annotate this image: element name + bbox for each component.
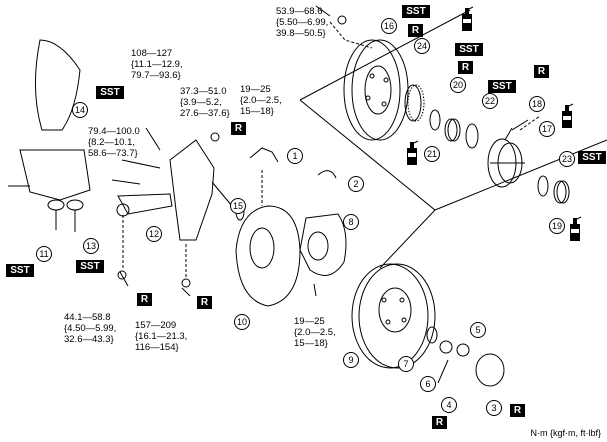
callout-9: 9 (343, 352, 359, 368)
callout-8: 8 (343, 214, 359, 230)
sst-tag: SST (488, 80, 516, 93)
brake-rotor-top (343, 39, 409, 141)
sst-tag: SST (402, 5, 430, 18)
torque-ball-joint-nut: 157—209 {16.1—21.3, 116—154} (135, 320, 188, 353)
wheel-hub (487, 127, 525, 188)
callout-7: 7 (398, 356, 414, 372)
r-tag: R (510, 404, 525, 417)
sst-tag: SST (76, 260, 104, 273)
ball-joint-nut (181, 278, 191, 288)
abs-sensor (317, 170, 337, 179)
grease-icon (462, 6, 474, 31)
steering-knuckle (169, 139, 245, 241)
callout-16: 16 (381, 18, 397, 34)
arm-bolt-lower (111, 179, 141, 185)
brake-hose-bracket (249, 147, 279, 163)
tie-rod-nut (117, 270, 127, 280)
rotor-bolt (315, 5, 331, 17)
callout-1: 1 (287, 148, 303, 164)
rotor-washer (337, 15, 347, 25)
callout-19: 19 (549, 218, 565, 234)
brake-rotor-bottom (351, 263, 436, 369)
callout-3: 3 (486, 400, 502, 416)
r-tag: R (432, 416, 447, 429)
callout-4: 4 (441, 397, 457, 413)
hub-bolt (511, 119, 529, 131)
bearing-19 (553, 180, 570, 204)
grease-cap (475, 353, 505, 387)
arm-bolt-upper (145, 127, 161, 151)
callout-18: 18 (529, 96, 545, 112)
torque-tie-rod-nut: 44.1—58.8 {4.50—5.99, 32.6—43.3} (64, 312, 117, 345)
abs-sensor-ring (404, 84, 425, 122)
callout-5: 5 (470, 322, 486, 338)
r-tag: R (408, 24, 423, 37)
sst-tag: SST (455, 43, 483, 56)
knuckle-nut (210, 132, 220, 142)
units-note: N·m {kgf·m, ft·lbf} (530, 428, 601, 438)
torque-hose-bracket: 19—25 {2.0—2.5, 15—18} (240, 84, 282, 117)
callout-12: 12 (146, 226, 162, 242)
torque-rotor-bolt: 53.9—68.6 {5.50—6.99, 39.8—50.5} (276, 6, 329, 39)
callout-2: 2 (348, 176, 364, 192)
lock-nut (439, 340, 453, 354)
r-tag: R (137, 293, 152, 306)
callout-22: 22 (482, 93, 498, 109)
grease-icon (570, 216, 582, 241)
r-tag: R (534, 65, 549, 78)
torque-arm-bolt-upper: 108—127 {11.1—12.9, 79.7—93.6} (131, 48, 183, 81)
torque-shield-bolt: 19—25 {2.0—2.5, 15—18} (294, 316, 336, 349)
brake-caliper (299, 213, 347, 276)
callout-23: 23 (559, 151, 575, 167)
callout-6: 6 (420, 376, 436, 392)
sst-tag: SST (96, 86, 124, 99)
ring-22 (465, 123, 479, 149)
dust-shield (235, 205, 301, 307)
torque-arm-bolt-mid: 79.4—100.0 {8.2—10.1, 58.6—73.7} (88, 126, 140, 159)
knuckle-arm (117, 193, 173, 215)
callout-10: 10 (234, 314, 250, 330)
arm-bolt-mid (121, 159, 161, 169)
shield-bolt (313, 283, 317, 297)
torque-knuckle-nut: 37.3—51.0 {3.9—5.2, 27.6—37.6} (180, 86, 230, 119)
r-tag: R (458, 61, 473, 74)
callout-15: 15 (230, 198, 246, 214)
suspension-assembly (8, 39, 91, 232)
callout-13: 13 (83, 238, 99, 254)
nut-cap (456, 343, 470, 357)
r-tag: R (197, 296, 212, 309)
callout-11: 11 (36, 246, 52, 262)
frame-line-top (299, 9, 471, 101)
washer-7 (426, 326, 438, 344)
r-tag: R (231, 122, 246, 135)
callout-20: 20 (450, 77, 466, 93)
bearing-21 (444, 118, 461, 142)
oil-seal-20 (429, 109, 441, 131)
grease-icon (562, 103, 574, 128)
callout-21: 21 (424, 146, 440, 162)
grease-icon (407, 140, 419, 165)
frame-line-down (379, 209, 436, 269)
callout-24: 24 (414, 38, 430, 54)
sst-tag: SST (6, 264, 34, 277)
cotter-pin (437, 359, 449, 384)
callout-14: 14 (72, 102, 88, 118)
seal-23 (537, 175, 549, 197)
callout-17: 17 (539, 121, 555, 137)
sst-tag: SST (578, 151, 606, 164)
